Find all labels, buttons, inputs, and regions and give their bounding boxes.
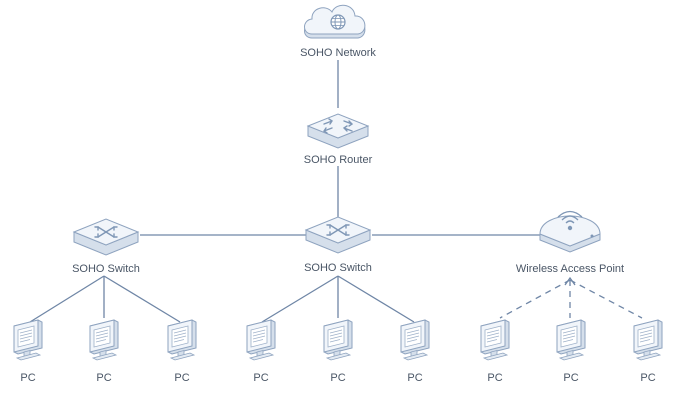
- pc-node: PC: [400, 319, 430, 384]
- pc-node: PC: [633, 319, 663, 384]
- pc-label: PC: [640, 372, 655, 384]
- link-switch-left-pc1: [29, 275, 105, 323]
- pc-node: PC: [13, 319, 43, 384]
- wireless-link-pc7: [499, 279, 571, 319]
- pc-monitor-icon: [633, 319, 663, 361]
- pc-node: PC: [89, 319, 119, 384]
- pc-label: PC: [563, 372, 578, 384]
- pc-label: PC: [20, 372, 35, 384]
- link-switch-center-pc6: [337, 275, 415, 323]
- pc-monitor-icon: [246, 319, 276, 361]
- cloud-globe-icon: [304, 4, 366, 39]
- soho-network-node: SOHO Network: [300, 4, 376, 59]
- switch-icon: [305, 216, 371, 254]
- pc-monitor-icon: [400, 319, 430, 361]
- connection-lines: [29, 60, 643, 323]
- soho-switch-center-label: SOHO Switch: [304, 262, 372, 274]
- router-icon: [306, 113, 370, 149]
- soho-router-node: SOHO Router: [304, 113, 373, 166]
- pc-node: PC: [167, 319, 197, 384]
- pc-label: PC: [407, 372, 422, 384]
- wireless-link-pc9: [569, 279, 643, 319]
- pc-monitor-icon: [167, 319, 197, 361]
- soho-switch-left-node: SOHO Switch: [72, 218, 140, 275]
- link-switch-left-pc3: [103, 275, 181, 323]
- pc-monitor-icon: [480, 319, 510, 361]
- soho-router-label: SOHO Router: [304, 154, 373, 166]
- pc-node: PC: [480, 319, 510, 384]
- pc-monitor-icon: [13, 319, 43, 361]
- wireless-access-point-node: Wireless Access Point: [516, 210, 624, 275]
- pc-label: PC: [96, 372, 111, 384]
- wireless-access-point-label: Wireless Access Point: [516, 263, 624, 275]
- pc-monitor-icon: [323, 319, 353, 361]
- pc-node: PC: [246, 319, 276, 384]
- pc-label: PC: [487, 372, 502, 384]
- link-switch-center-pc4: [261, 275, 339, 323]
- pc-monitor-icon: [556, 319, 586, 361]
- pc-node: PC: [323, 319, 353, 384]
- soho-switch-center-node: SOHO Switch: [304, 216, 372, 274]
- pc-node: PC: [556, 319, 586, 384]
- soho-network-label: SOHO Network: [300, 47, 376, 59]
- pc-label: PC: [330, 372, 345, 384]
- wireless-arrow: [564, 276, 576, 286]
- pc-label: PC: [253, 372, 268, 384]
- soho-switch-left-label: SOHO Switch: [72, 263, 140, 275]
- pc-label: PC: [174, 372, 189, 384]
- pc-monitor-icon: [89, 319, 119, 361]
- wireless-access-point-icon: [539, 210, 601, 253]
- switch-icon: [73, 218, 139, 256]
